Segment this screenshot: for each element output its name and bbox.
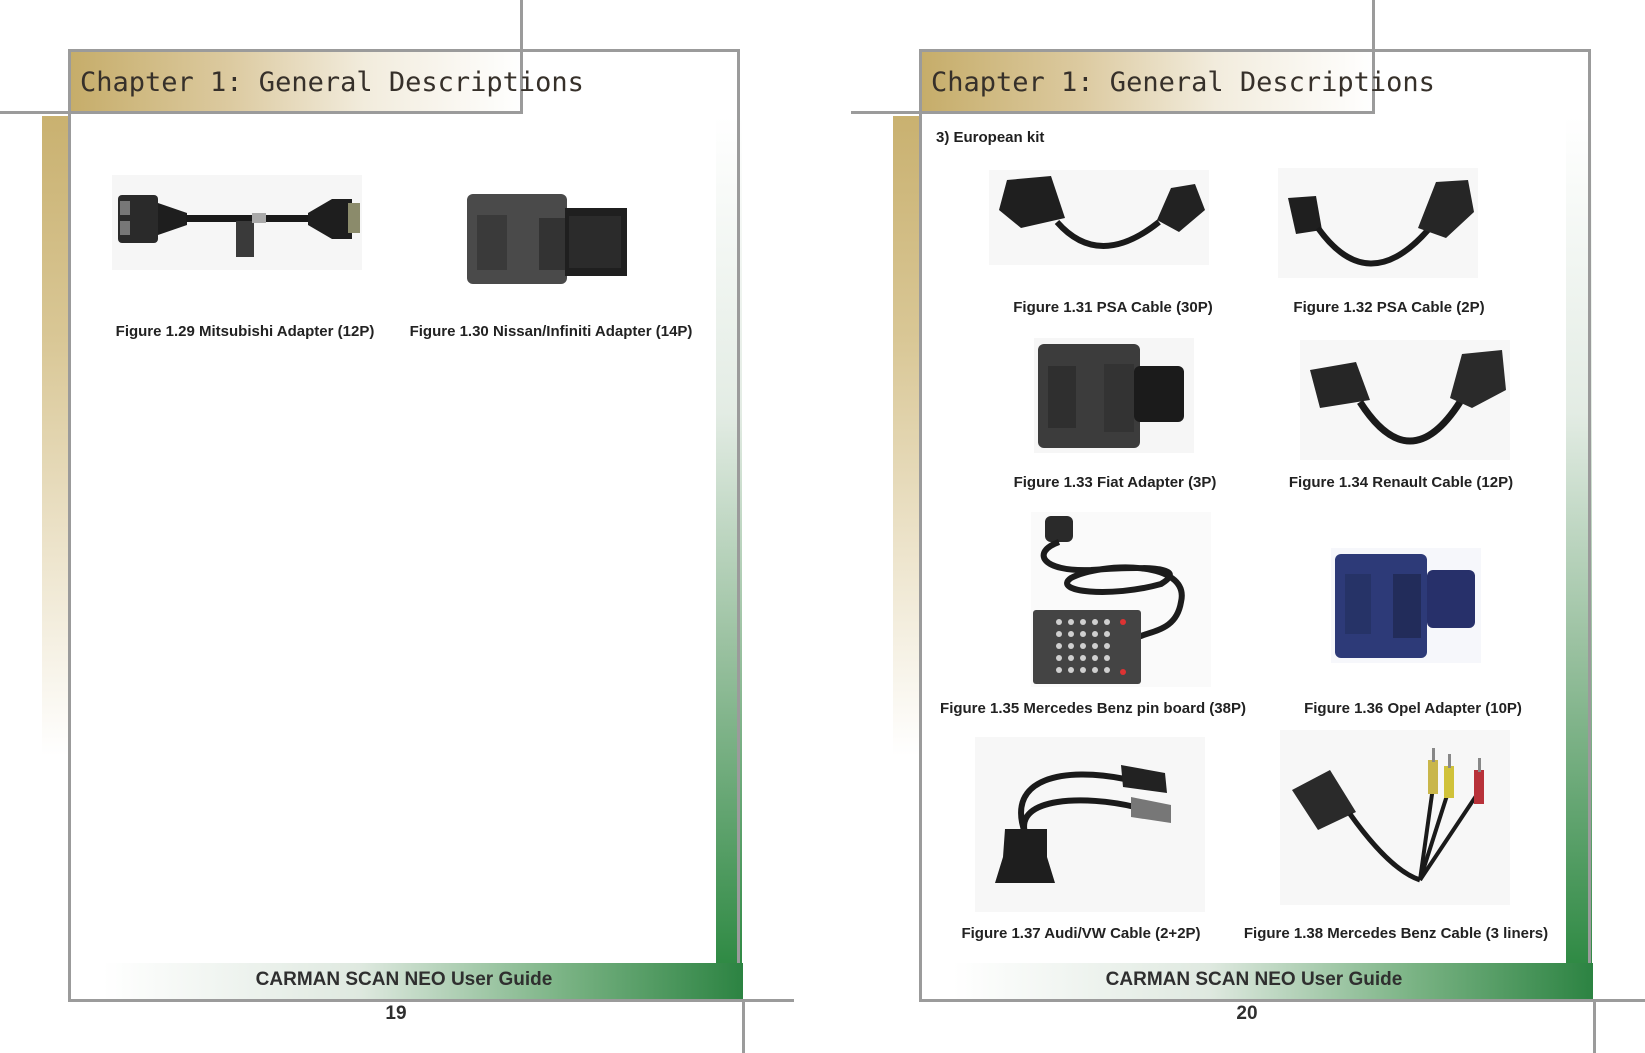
page-number: 19 (385, 1003, 407, 1024)
page-number: 20 (1236, 1003, 1258, 1024)
gold-side-strip (893, 116, 919, 756)
footer-band (953, 963, 1593, 999)
chapter-title: Chapter 1: General Descriptions (80, 67, 584, 98)
figure-caption: Figure 1.34 Renault Cable (12P) (1288, 474, 1514, 491)
footer-crop-mark (1593, 1001, 1596, 1053)
header-underline (919, 111, 1374, 114)
chapter-title: Chapter 1: General Descriptions (931, 67, 1435, 98)
psa-2p-cable-photo (1278, 168, 1478, 278)
section-label: 3) European kit (936, 129, 1045, 146)
page-20: Chapter 1: General Descriptions 3) Europ… (823, 0, 1645, 1053)
figure-caption: Figure 1.29 Mitsubishi Adapter (12P) (115, 323, 375, 340)
green-side-strip (1566, 116, 1592, 964)
gold-side-strip (42, 116, 68, 756)
mitsubishi-adapter-photo (112, 175, 362, 270)
mercedes-pin-board-photo (1031, 512, 1211, 687)
mercedes-3line-cable-photo (1280, 730, 1510, 905)
figure-caption: Figure 1.35 Mercedes Benz pin board (38P… (940, 700, 1246, 717)
audi-vw-cable-photo (975, 737, 1205, 912)
header-crop-mark (1372, 0, 1375, 52)
page-19: Chapter 1: General Descriptions Figure 1… (0, 0, 822, 1053)
fiat-adapter-photo (1034, 338, 1194, 453)
footer-title: CARMAN SCAN NEO User Guide (1105, 969, 1403, 990)
figure-caption: Figure 1.38 Mercedes Benz Cable (3 liner… (1243, 925, 1549, 942)
header-crop-mark (520, 0, 523, 52)
figure-caption: Figure 1.33 Fiat Adapter (3P) (1013, 474, 1217, 491)
page-bottom-rule (919, 999, 1645, 1002)
figure-caption: Figure 1.36 Opel Adapter (10P) (1304, 700, 1522, 717)
header-underline (68, 111, 523, 114)
figure-caption: Figure 1.37 Audi/VW Cable (2+2P) (961, 925, 1201, 942)
footer-title: CARMAN SCAN NEO User Guide (255, 969, 553, 990)
figure-caption: Figure 1.31 PSA Cable (30P) (1013, 299, 1213, 316)
page-frame (919, 49, 1591, 1001)
figure-caption: Figure 1.32 PSA Cable (2P) (1293, 299, 1485, 316)
chapter-header (71, 52, 524, 113)
figure-caption: Figure 1.30 Nissan/Infiniti Adapter (14P… (409, 323, 693, 340)
header-rule-left (851, 111, 921, 114)
header-rule-left (0, 111, 70, 114)
opel-adapter-photo (1331, 548, 1481, 663)
header-box-edge (520, 49, 523, 114)
psa-30p-cable-photo (989, 170, 1209, 265)
header-box-edge (1372, 49, 1375, 114)
nissan-infiniti-adapter-photo (467, 190, 637, 290)
page-bottom-rule (68, 999, 794, 1002)
footer-band (103, 963, 743, 999)
chapter-header (922, 52, 1375, 113)
page-frame (68, 49, 740, 1001)
renault-cable-photo (1300, 340, 1510, 460)
footer-crop-mark (742, 1001, 745, 1053)
